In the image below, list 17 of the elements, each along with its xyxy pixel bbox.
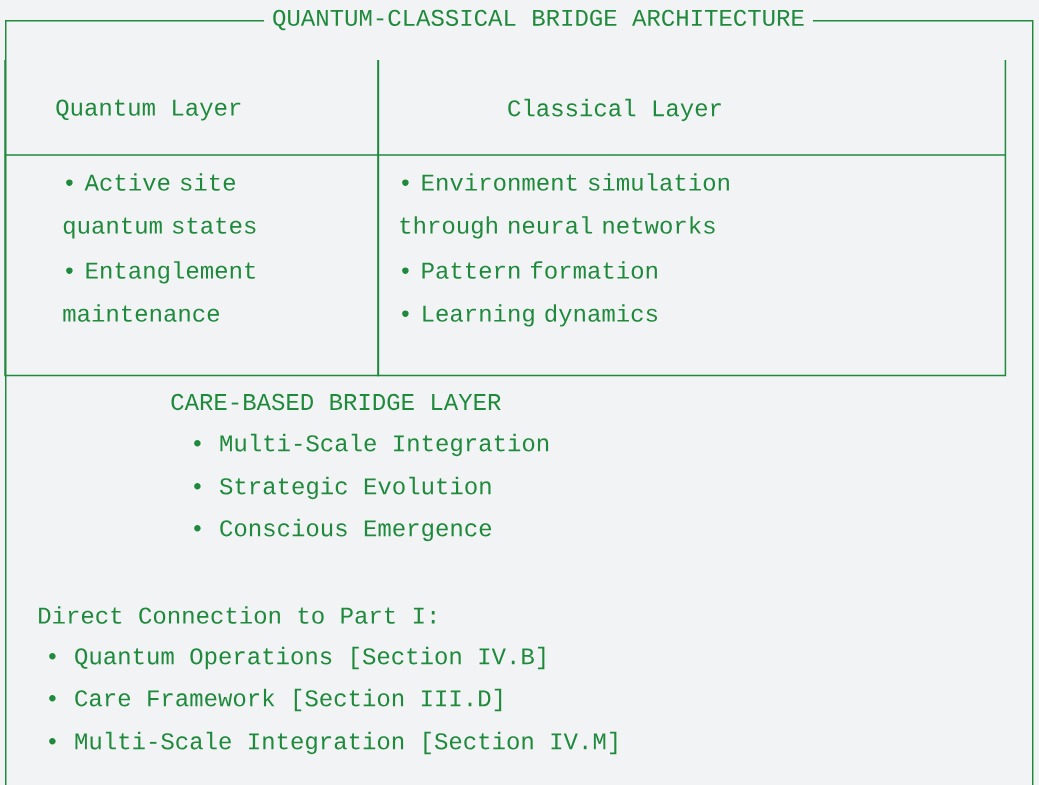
list-item: • Quantum Operations [Section IV.B] (49, 646, 545, 670)
table-cell (4, 59, 380, 377)
column-heading: Classical Layer (508, 98, 721, 122)
list-item: • Multi-Scale Integration [Section IV.M] (49, 731, 617, 755)
list-item: • Learning dynamics (402, 304, 657, 327)
list-item: • Environment simulation through neural networks (400, 173, 729, 239)
table-cell (377, 59, 1007, 377)
list-item: • Strategic Evolution (194, 476, 491, 500)
section-heading: Direct Connection to Part I: (39, 606, 435, 624)
list-item: • Conscious Emergence (194, 518, 491, 542)
list-item: • Entanglement maintenance (63, 261, 255, 322)
list-item: • Active site quantum states (63, 173, 256, 239)
list-item: • Pattern formation (402, 261, 657, 279)
column-heading: Quantum Layer (56, 99, 241, 121)
section-heading: CARE-BASED BRIDGE LAYER (171, 393, 501, 411)
list-item: • Multi-Scale Integration (194, 433, 549, 457)
list-item: • Care Framework [Section III.D] (49, 688, 502, 712)
